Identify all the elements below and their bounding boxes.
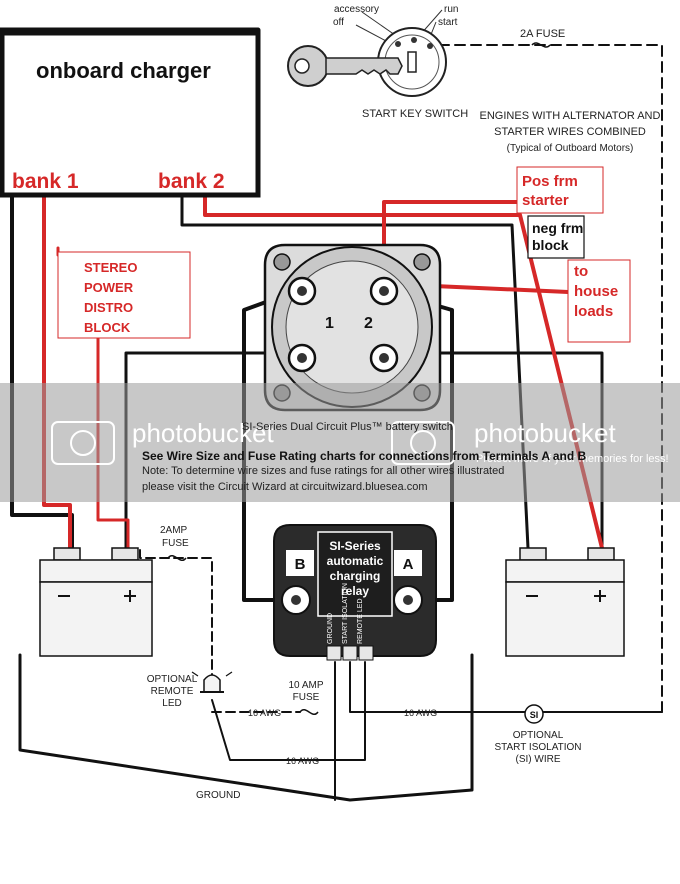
si-badge-text: SI bbox=[530, 710, 539, 720]
key-icon bbox=[287, 45, 403, 87]
overlay-line: Note: To determine wire sizes and fuse r… bbox=[142, 465, 504, 477]
relay-title: relay bbox=[341, 584, 369, 598]
wire-ground-left bbox=[18, 653, 474, 802]
start-key-switch: accessory off run start START KEY SWITCH bbox=[287, 4, 468, 120]
wire-relay-led bbox=[211, 661, 366, 761]
annotation-text: block bbox=[532, 237, 569, 253]
wire-bank2-positive bbox=[203, 193, 604, 550]
fuse-icon bbox=[299, 709, 319, 715]
battery-left bbox=[39, 547, 153, 657]
fuse-icon bbox=[167, 555, 187, 561]
switch-position-2: 2 bbox=[364, 315, 373, 332]
plus-icon bbox=[594, 590, 606, 602]
overlay-line: See Wire Size and Fuse Rating charts for… bbox=[142, 449, 587, 463]
relay-title: automatic bbox=[327, 554, 384, 568]
annotation-text: Pos frm bbox=[522, 173, 578, 190]
fuse-label: FUSE bbox=[162, 538, 189, 549]
annotation-house-loads: to house loads bbox=[567, 259, 631, 343]
bank2-label: bank 2 bbox=[158, 170, 225, 193]
annotation-text: STEREO bbox=[84, 260, 137, 275]
mount-screw bbox=[413, 253, 431, 271]
awg-label: 16 AWG bbox=[248, 708, 281, 718]
awg-label: 16 AWG bbox=[404, 708, 437, 718]
relay-title: charging bbox=[330, 569, 381, 583]
fuse-label: 10 AMP bbox=[288, 680, 323, 691]
annotation-text: to bbox=[574, 263, 588, 280]
relay-title: SI-Series bbox=[329, 539, 381, 553]
overlay-line: SI-Series Dual Circuit Plus™ battery swi… bbox=[242, 421, 453, 433]
plus-icon bbox=[124, 590, 136, 602]
annotation-text: POWER bbox=[84, 280, 134, 295]
annotation-text: starter bbox=[522, 192, 569, 209]
fuse-2amp: 2AMP FUSE bbox=[160, 525, 189, 561]
battery-right bbox=[505, 547, 625, 657]
annotation-stereo-block: STEREO POWER DISTRO BLOCK bbox=[57, 251, 191, 339]
si-badge bbox=[524, 704, 544, 724]
watermark-text: photobucket bbox=[132, 418, 274, 448]
key-accessory-label: accessory bbox=[334, 4, 379, 15]
si-wire: SI OPTIONAL START ISOLATION (SI) WIRE bbox=[494, 704, 582, 765]
fuse-10amp: 10 AMP FUSE bbox=[288, 680, 324, 715]
key-start-label: start bbox=[438, 17, 458, 28]
annotation-text: BLOCK bbox=[84, 320, 131, 335]
annotation-neg-from-block: neg frm block bbox=[527, 215, 585, 259]
watermark-text: photobucket bbox=[474, 418, 616, 448]
fuse-icon bbox=[531, 42, 551, 48]
remote-led: OPTIONAL REMOTE LED bbox=[147, 662, 233, 709]
si-caption: START ISOLATION bbox=[494, 742, 581, 753]
relay-terminal-label: REMOTE LED bbox=[357, 598, 364, 644]
annotation-text: loads bbox=[574, 303, 613, 320]
camera-icon bbox=[391, 421, 455, 465]
overlay-line: please visit the Circuit Wizard at circu… bbox=[142, 481, 428, 493]
si-caption: OPTIONAL bbox=[513, 730, 564, 741]
awg-label: 16 AWG bbox=[286, 756, 319, 766]
relay-terminal-label: START ISOLATION bbox=[342, 583, 349, 644]
watermark-subtext: Protect more of your memories for less! bbox=[476, 453, 669, 465]
annotation-pos-from-starter: Pos frm starter bbox=[516, 166, 604, 214]
fuse-label: FUSE bbox=[293, 692, 320, 703]
annotation-text: neg frm bbox=[532, 220, 583, 236]
engines-note: ENGINES WITH ALTERNATOR AND STARTER WIRE… bbox=[480, 110, 661, 154]
led-label: LED bbox=[162, 698, 181, 709]
wire-relay-si bbox=[349, 661, 663, 713]
led-icon bbox=[203, 674, 221, 693]
mount-screw bbox=[273, 253, 291, 271]
key-switch-caption: START KEY SWITCH bbox=[362, 108, 468, 120]
relay-tag-a: A bbox=[403, 556, 414, 573]
led-label: OPTIONAL bbox=[147, 674, 198, 685]
camera-icon bbox=[51, 421, 115, 465]
fuse-label: 2AMP bbox=[160, 525, 188, 536]
wire-bank1-positive bbox=[42, 193, 72, 550]
ground-label: GROUND bbox=[196, 790, 240, 801]
charging-relay: B A SI-Series automatic charging relay G… bbox=[273, 524, 437, 661]
battery-switch: 1 2 bbox=[263, 243, 442, 412]
si-caption: (SI) WIRE bbox=[516, 754, 561, 765]
watermark-band: photobucket photobucket Protect more of … bbox=[0, 383, 680, 502]
onboard-charger: onboard charger bank 1 bank 2 bbox=[0, 30, 261, 198]
switch-position-1: 1 bbox=[325, 315, 334, 332]
fuse-2a-label: 2A FUSE bbox=[520, 28, 565, 40]
key-off-label: off bbox=[333, 17, 344, 28]
led-label: REMOTE bbox=[151, 686, 194, 697]
relay-terminal-label: GROUND bbox=[327, 613, 334, 644]
annotation-text: house bbox=[574, 283, 618, 300]
key-run-label: run bbox=[444, 4, 458, 15]
engines-note-line: (Typical of Outboard Motors) bbox=[507, 143, 634, 154]
relay-tag-b: B bbox=[295, 556, 306, 573]
annotation-text: DISTRO bbox=[84, 300, 133, 315]
engines-note-line: ENGINES WITH ALTERNATOR AND bbox=[480, 110, 661, 122]
top-fuse: 2A FUSE bbox=[520, 28, 565, 48]
bank1-label: bank 1 bbox=[12, 170, 79, 193]
charger-title: onboard charger bbox=[36, 58, 211, 83]
engines-note-line: STARTER WIRES COMBINED bbox=[494, 126, 646, 138]
